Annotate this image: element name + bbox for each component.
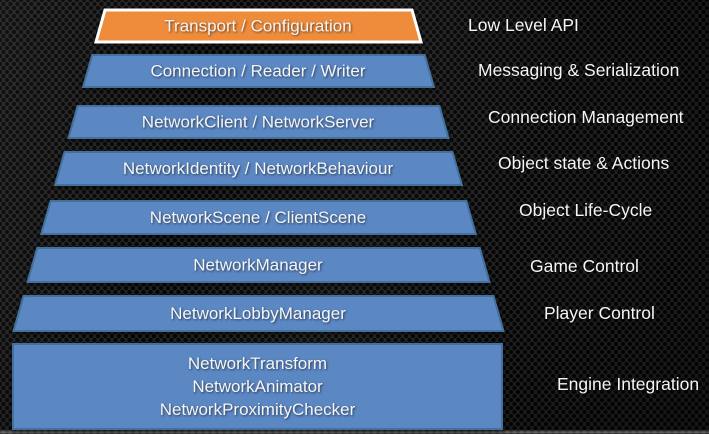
layer-networkclient-networkserver: NetworkClient / NetworkServer Connection… bbox=[67, 105, 684, 139]
layer-side-label: Connection Management bbox=[488, 107, 684, 127]
layer-side-label: Object state & Actions bbox=[498, 153, 669, 173]
bottom-edge-highlight bbox=[0, 430, 709, 434]
layer-box bbox=[53, 151, 464, 186]
layer-box bbox=[94, 8, 423, 44]
layer-box-label: NetworkLobbyManager bbox=[170, 304, 346, 323]
layer-box-label: NetworkClient / NetworkServer bbox=[142, 113, 375, 132]
layer-transport-configuration: Transport / Configuration Low Level API bbox=[94, 8, 579, 44]
layer-box bbox=[12, 343, 503, 430]
layer-connection-reader-writer: Connection / Reader / Writer Messaging &… bbox=[81, 54, 679, 88]
layer-box bbox=[12, 295, 505, 332]
layer-box-label-line1: NetworkTransform bbox=[188, 354, 327, 373]
layer-box bbox=[67, 105, 450, 139]
layer-networkmanager: NetworkManager Game Control bbox=[26, 247, 639, 283]
layer-side-label: Object Life-Cycle bbox=[519, 200, 652, 220]
layer-box bbox=[81, 54, 436, 88]
layer-side-label: Low Level API bbox=[468, 15, 579, 35]
layer-side-label: Messaging & Serialization bbox=[478, 60, 679, 80]
layer-networklobbymanager: NetworkLobbyManager Player Control bbox=[12, 295, 655, 332]
layer-box bbox=[39, 200, 478, 235]
layer-box-label-line3: NetworkProximityChecker bbox=[160, 400, 356, 419]
layer-box-label: Connection / Reader / Writer bbox=[150, 62, 365, 81]
layer-box-label: NetworkScene / ClientScene bbox=[150, 208, 366, 227]
layer-box-label-line2: NetworkAnimator bbox=[192, 377, 323, 396]
layer-box bbox=[26, 247, 491, 283]
layer-box-label: Transport / Configuration bbox=[164, 17, 351, 36]
layer-box-label: NetworkIdentity / NetworkBehaviour bbox=[123, 159, 394, 178]
layer-engine-components: NetworkTransform NetworkAnimator Network… bbox=[12, 343, 699, 430]
layer-side-label: Player Control bbox=[544, 303, 655, 323]
layer-box-label: NetworkManager bbox=[193, 256, 323, 275]
layer-networkscene-clientscene: NetworkScene / ClientScene Object Life-C… bbox=[39, 200, 652, 235]
layer-side-label: Game Control bbox=[530, 256, 639, 276]
layer-networkidentity-networkbehaviour: NetworkIdentity / NetworkBehaviour Objec… bbox=[53, 151, 669, 186]
layer-side-label: Engine Integration bbox=[557, 374, 699, 394]
